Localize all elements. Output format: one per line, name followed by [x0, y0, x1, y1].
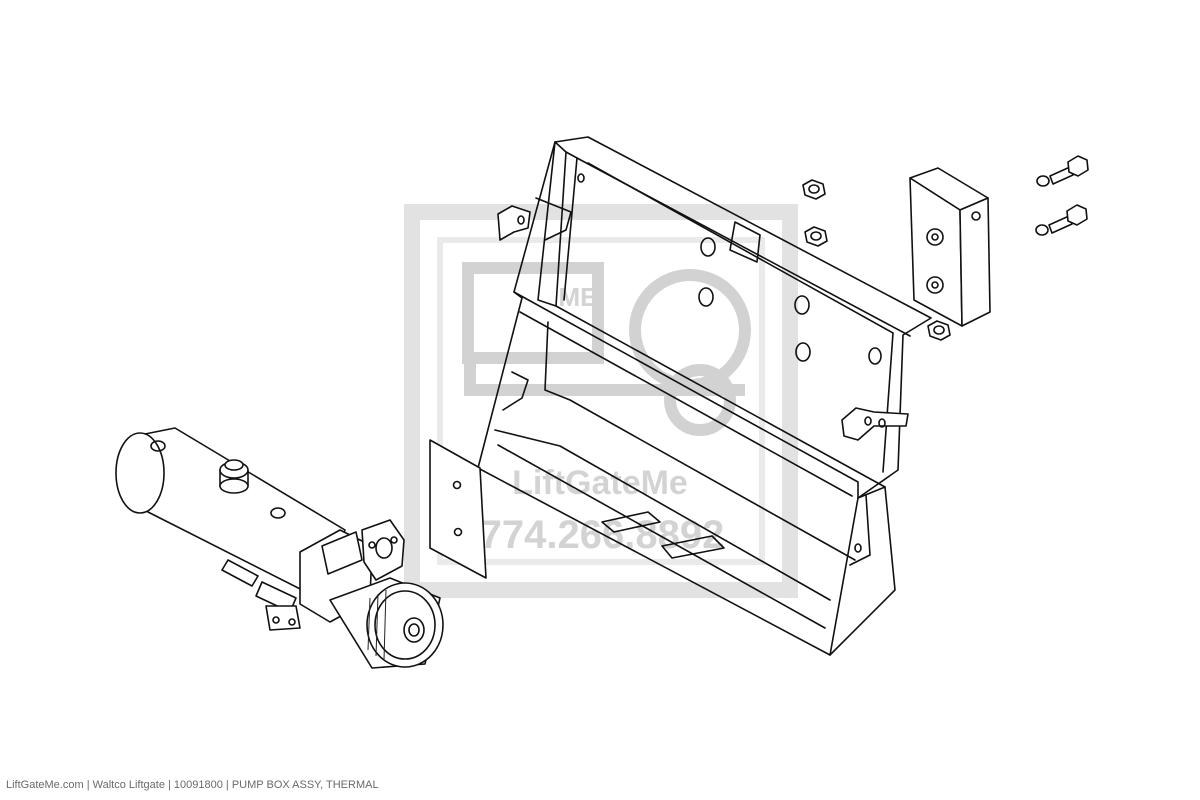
latch-clip-upper — [497, 205, 531, 241]
footer-caption: LiftGateMe.com | Waltco Liftgate | 10091… — [6, 779, 379, 791]
hex-nut-3 — [927, 320, 951, 341]
latch-clip-lower — [841, 407, 909, 441]
hydraulic-pump-motor — [115, 427, 444, 669]
hex-bolt-2 — [1035, 204, 1088, 236]
hex-nut-1 — [802, 179, 826, 200]
hex-nut-2 — [804, 226, 828, 247]
watermark-brand: LiftGateMe — [512, 464, 688, 502]
hex-bolt-1 — [1036, 155, 1089, 187]
gasket-plate — [429, 439, 487, 579]
terminal-block — [909, 167, 991, 327]
watermark-logo — [462, 262, 751, 436]
